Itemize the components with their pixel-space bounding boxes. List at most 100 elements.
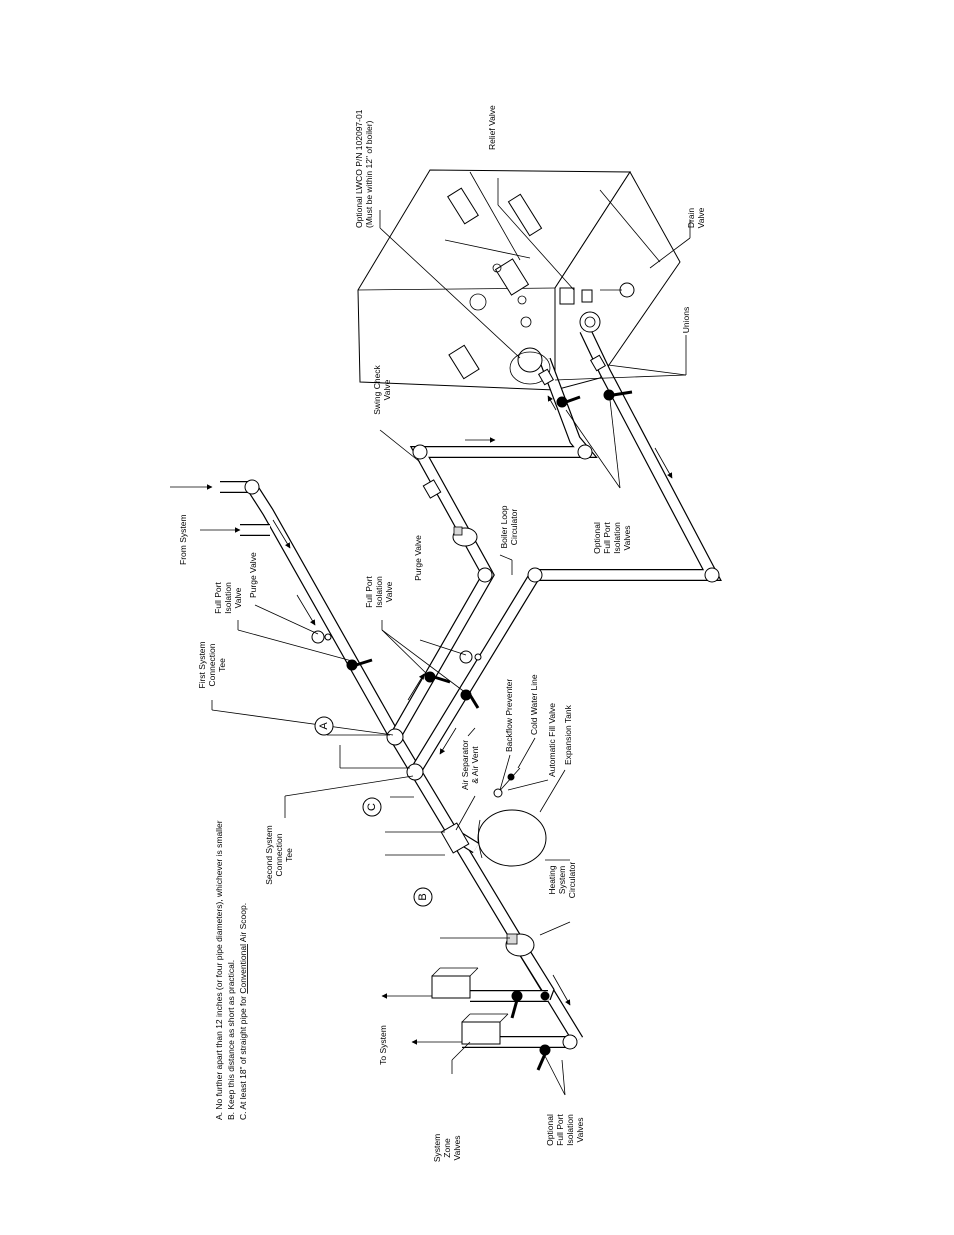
zone-valve <box>431 967 479 999</box>
boiler-vent-panel <box>494 258 530 296</box>
unions <box>537 354 607 386</box>
label-full-port-a-1: Full Port <box>213 582 223 614</box>
flow-arrow <box>272 519 291 549</box>
label-full-port-a-2: Isolation <box>223 582 233 614</box>
swing-check-valve <box>509 347 551 385</box>
label-air-sep-1: Air Separator <box>460 740 470 790</box>
label-second-tee-3: Tee <box>284 848 294 862</box>
label-second-tee-1: Second System <box>264 825 274 885</box>
elbow <box>477 567 493 583</box>
notes: A. No further apart than 12 inches (or f… <box>214 820 248 1120</box>
label-opt-iso-bot-2: Full Port <box>555 1114 565 1146</box>
note-a: A. No further apart than 12 inches (or f… <box>214 820 224 1120</box>
leader-lines <box>211 178 691 1096</box>
note-c-suffix: Air Scoop. <box>238 903 248 944</box>
label-zone-valves-1: System <box>432 1134 442 1162</box>
boiler-control-panel <box>447 187 479 225</box>
boiler-loop-circulator <box>452 526 478 547</box>
label-opt-iso-top-4: Valves <box>622 526 632 551</box>
label-expansion-tank: Expansion Tank <box>563 704 573 765</box>
label-drain-valve-2: Valve <box>696 207 706 228</box>
elbow <box>562 1034 578 1050</box>
marker-a-letter: A <box>318 722 330 730</box>
label-auto-fill: Automatic Fill Valve <box>547 703 557 777</box>
first-system-tee <box>386 728 404 746</box>
label-first-tee-3: Tee <box>217 658 227 672</box>
isolation-valve <box>540 991 550 1001</box>
label-swing-check-1: Swing Check <box>372 364 382 414</box>
boiler-access-panel <box>448 344 480 380</box>
label-cold-water: Cold Water Line <box>529 674 539 735</box>
label-first-tee-2: Connection <box>207 643 217 686</box>
label-full-port-b-2: Isolation <box>374 576 384 608</box>
flow-arrows <box>170 395 673 1045</box>
isolation-valve <box>346 658 373 671</box>
flow-arrow <box>654 447 673 479</box>
label-opt-iso-top-1: Optional <box>592 522 602 554</box>
flow-arrow <box>407 673 425 701</box>
label-from-system: From System <box>178 514 188 565</box>
air-separator <box>440 822 470 854</box>
label-swing-check-2: Valve <box>382 379 392 400</box>
label-heating-circ-2: System <box>557 866 567 894</box>
label-backflow: Backflow Preventer <box>504 679 514 752</box>
elbow <box>577 444 593 460</box>
label-full-port-b-3: Valve <box>384 581 394 602</box>
label-lwco: Optional LWCO P/N 102097-01 <box>354 109 364 228</box>
elbow <box>527 567 543 583</box>
note-c: C. At least 18" of straight pipe for Con… <box>238 903 248 1120</box>
note-c-prefix: C. At least 18" of straight pipe for <box>238 994 248 1120</box>
label-opt-iso-bot-3: Isolation <box>565 1114 575 1146</box>
label-heating-circ-1: Heating <box>547 865 557 895</box>
label-full-port-b-1: Full Port <box>364 576 374 608</box>
flow-arrow <box>296 594 316 626</box>
label-opt-iso-top-2: Full Port <box>602 522 612 554</box>
label-zone-valves-3: Valves <box>452 1136 462 1161</box>
marker-c <box>362 797 382 817</box>
elbow <box>704 567 720 583</box>
elbow <box>244 479 260 495</box>
marker-a <box>314 716 334 736</box>
heating-system-circulator <box>505 933 535 957</box>
label-to-system: To System <box>378 1025 388 1065</box>
label-zone-valves-2: Zone <box>442 1138 452 1158</box>
boiler-gas-connection <box>619 282 635 298</box>
boiler-nameplate <box>507 193 543 237</box>
isolation-valve <box>510 990 523 1019</box>
label-first-tee-1: First System <box>197 641 207 688</box>
label-air-sep-2: & Air Vent <box>470 746 480 784</box>
elbow <box>412 444 428 460</box>
backflow-preventer <box>493 767 521 798</box>
label-purge-valve-b: Purge Valve <box>413 535 423 581</box>
isolation-valve <box>460 689 480 709</box>
zone-valve <box>461 1013 509 1045</box>
fittings <box>244 287 720 1071</box>
marker-c-letter: C <box>366 803 378 811</box>
label-second-tee-2: Connection <box>274 833 284 876</box>
label-opt-iso-bot-4: Valves <box>575 1118 585 1143</box>
dimension-markers: A C B <box>314 716 510 939</box>
relief-valve <box>559 287 593 305</box>
label-full-port-a-3: Valve <box>233 587 243 608</box>
label-boiler-loop-1: Boiler Loop <box>499 505 509 548</box>
piping <box>220 327 722 1048</box>
flow-arrow <box>547 395 557 411</box>
flow-arrow <box>439 727 457 755</box>
isolation-valve <box>556 395 581 408</box>
swing-check-valve-fitting <box>422 479 442 499</box>
label-lwco-note: (Must be within 12" of boiler) <box>364 120 374 228</box>
labels: Optional LWCO P/N 102097-01 (Must be wit… <box>178 105 706 1162</box>
marker-b <box>413 887 433 907</box>
isolation-valve <box>603 389 633 401</box>
second-system-tee <box>406 763 424 781</box>
label-unions: Unions <box>681 307 691 333</box>
note-b: B. Keep this distance as short as practi… <box>226 960 236 1120</box>
label-drain-valve-1: Drain <box>686 208 696 229</box>
label-opt-iso-bot-1: Optional <box>545 1114 555 1146</box>
label-relief-valve: Relief Valve <box>487 105 497 150</box>
isolation-valve <box>536 1044 551 1071</box>
label-purge-valve-a: Purge Valve <box>248 552 258 598</box>
note-c-underlined: Conventional <box>238 944 248 994</box>
flow-arrow <box>552 974 571 1006</box>
